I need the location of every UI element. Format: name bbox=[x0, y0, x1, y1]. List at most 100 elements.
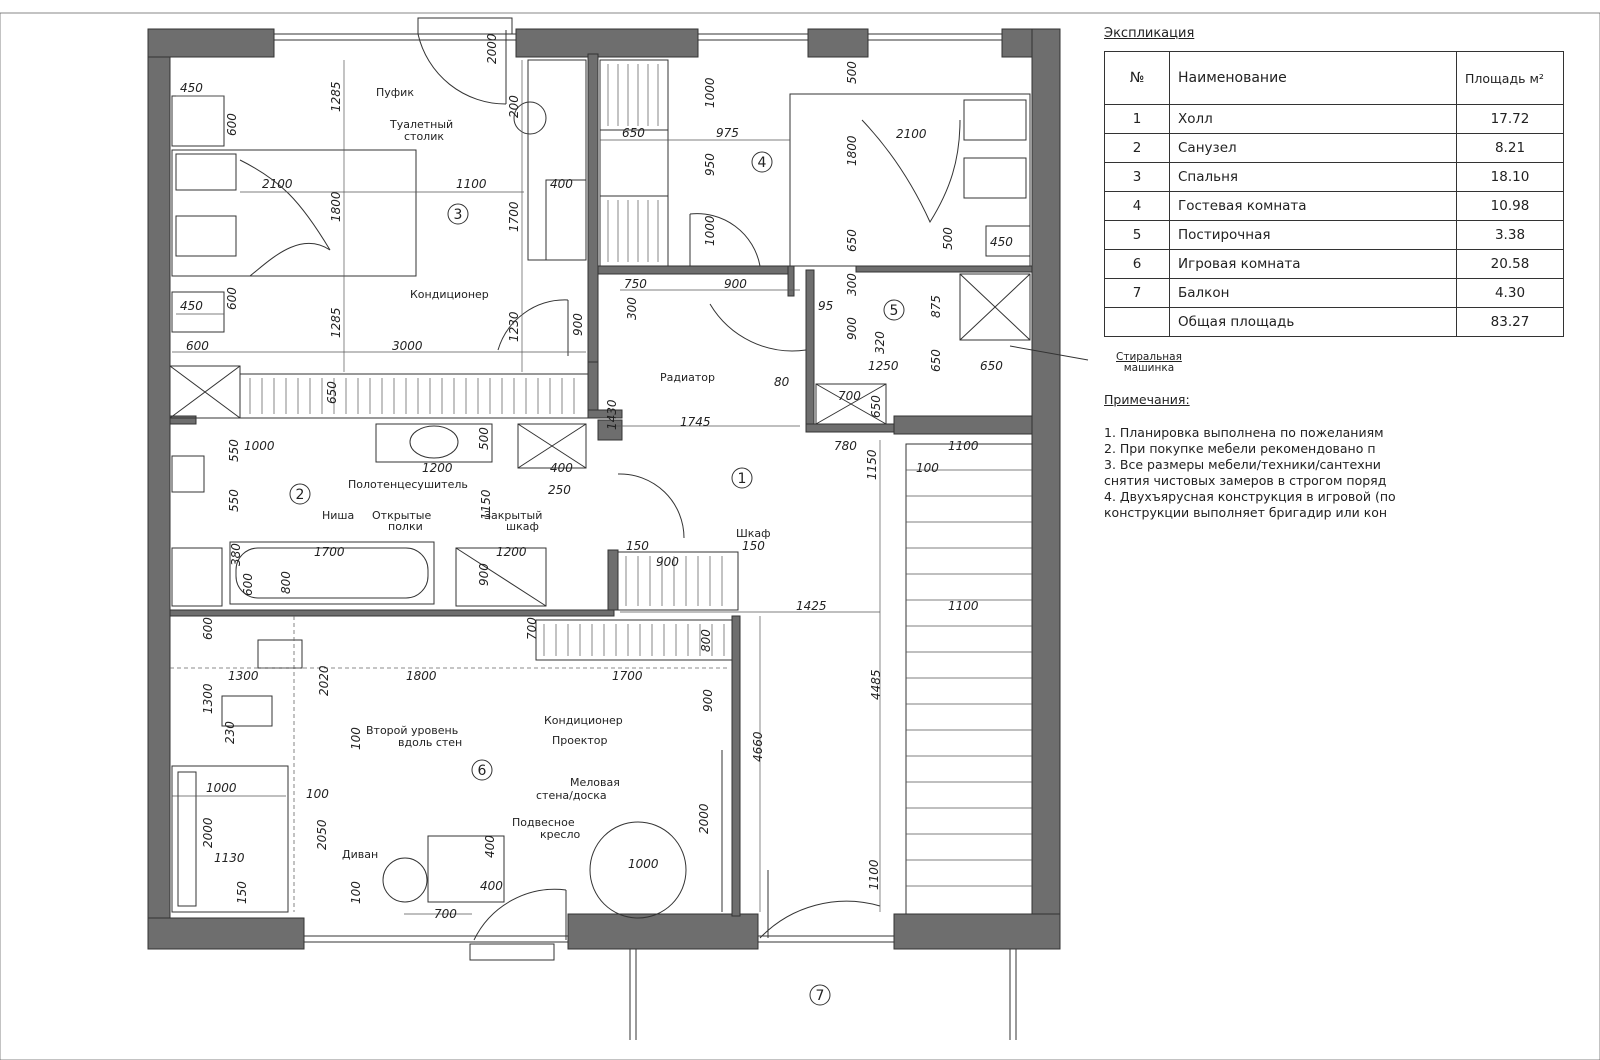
dim: 2000 bbox=[697, 803, 711, 834]
dim: 1285 bbox=[329, 81, 343, 112]
table-row: 2 Санузел 8.21 bbox=[1104, 133, 1564, 163]
row-num: 6 bbox=[1104, 249, 1170, 279]
dim: 600 bbox=[241, 573, 255, 596]
row-num bbox=[1104, 307, 1170, 337]
washer-leader bbox=[1009, 345, 1089, 361]
dim: 1000 bbox=[244, 439, 275, 453]
dim: 1700 bbox=[314, 545, 345, 559]
dim: 900 bbox=[845, 317, 859, 340]
room-3-circle bbox=[447, 203, 469, 225]
row-name: Постирочная bbox=[1169, 220, 1457, 250]
label-vanity-2: столик bbox=[404, 130, 444, 143]
laundry-cabinet bbox=[815, 383, 887, 425]
door-swing-hall bbox=[759, 900, 881, 939]
dimension-lines bbox=[172, 60, 881, 915]
room-3-number: 3 bbox=[454, 207, 463, 223]
dim: 300 bbox=[625, 297, 639, 320]
dim: 500 bbox=[941, 227, 955, 250]
hanging-chair bbox=[589, 821, 687, 919]
explication-table: № Наименование Площадь м² 1 Холл 17.72 2… bbox=[1104, 51, 1564, 337]
dim: 900 bbox=[701, 689, 715, 712]
col-area-header: Площадь м² bbox=[1456, 51, 1564, 105]
sink bbox=[409, 425, 459, 459]
washer-label-line-1: Стиральная bbox=[1116, 351, 1182, 363]
toilet bbox=[171, 455, 205, 493]
label-niche: Ниша bbox=[322, 509, 354, 522]
double-bed bbox=[171, 149, 417, 277]
dim: 1100 bbox=[867, 859, 881, 890]
washer-label: Стиральная машинка bbox=[1116, 352, 1182, 374]
dim: 1100 bbox=[948, 439, 979, 453]
notes-panel: Примечания: 1. Планировка выполнена по п… bbox=[1104, 392, 1594, 521]
row-name: Санузел bbox=[1169, 133, 1457, 163]
dim: 600 bbox=[201, 617, 215, 640]
pouf-2 bbox=[382, 857, 428, 903]
dim: 250 bbox=[548, 483, 571, 497]
dim: 800 bbox=[699, 629, 713, 652]
label-sofa: Диван bbox=[342, 848, 378, 861]
dim: 600 bbox=[186, 339, 209, 353]
dim: 875 bbox=[929, 295, 943, 318]
dim: 2000 bbox=[201, 817, 215, 848]
dim: 150 bbox=[626, 539, 649, 553]
dim: 800 bbox=[279, 571, 293, 594]
dim: 1200 bbox=[422, 461, 453, 475]
dim: 1000 bbox=[703, 77, 717, 108]
label-hanging-chair-1: Подвесное bbox=[512, 816, 575, 829]
bathtub-basin bbox=[235, 547, 429, 599]
guest-bed bbox=[789, 93, 1031, 267]
wardrobe-bedroom bbox=[239, 373, 589, 419]
shower bbox=[455, 547, 547, 607]
dim: 750 bbox=[624, 277, 647, 291]
dim: 100 bbox=[349, 881, 363, 904]
row-area: 20.58 bbox=[1456, 249, 1564, 279]
row-name: Гостевая комната bbox=[1169, 191, 1457, 221]
guest-pillow-1 bbox=[963, 99, 1027, 141]
closed-cabinet bbox=[517, 423, 587, 469]
guest-nightstand bbox=[985, 225, 1031, 257]
dim: 700 bbox=[838, 389, 861, 403]
label-ac-bedroom: Кондиционер bbox=[410, 288, 489, 301]
dim: 1425 bbox=[796, 599, 827, 613]
room-number-markers: 1 2 3 4 5 6 7 bbox=[289, 151, 905, 1006]
row-num: 1 bbox=[1104, 104, 1170, 134]
dim: 1430 bbox=[605, 399, 619, 430]
dim: 400 bbox=[483, 835, 497, 858]
row-name: Игровая комната bbox=[1169, 249, 1457, 279]
dim: 1200 bbox=[496, 545, 527, 559]
dim: 1150 bbox=[479, 489, 493, 520]
room-4-number: 4 bbox=[758, 155, 767, 171]
dim: 1000 bbox=[206, 781, 237, 795]
table-row-total: Общая площадь 83.27 bbox=[1104, 307, 1564, 337]
dim: 380 bbox=[229, 543, 243, 566]
note-line: 3. Все размеры мебели/техники/сантехни bbox=[1104, 457, 1381, 472]
coffee-table bbox=[427, 835, 505, 903]
row-area: 10.98 bbox=[1456, 191, 1564, 221]
row-area: 17.72 bbox=[1456, 104, 1564, 134]
dim: 400 bbox=[480, 879, 503, 893]
dim: 100 bbox=[306, 787, 329, 801]
dim: 900 bbox=[724, 277, 747, 291]
desk bbox=[545, 179, 587, 261]
room-1-circle bbox=[731, 467, 753, 489]
dim: 1100 bbox=[948, 599, 979, 613]
door-swing-bedroom bbox=[497, 299, 569, 351]
row-name: Балкон bbox=[1169, 278, 1457, 308]
note-line: 1. Планировка выполнена по пожеланиям bbox=[1104, 425, 1384, 440]
dim: 1000 bbox=[628, 857, 659, 871]
label-radiator: Радиатор bbox=[660, 371, 715, 384]
label-second-level-2: вдоль стен bbox=[398, 736, 462, 749]
room-4-circle bbox=[751, 151, 773, 173]
row-num: 4 bbox=[1104, 191, 1170, 221]
guest-room bbox=[599, 59, 1031, 267]
balcony bbox=[629, 949, 1017, 1040]
dim: 80 bbox=[774, 375, 790, 389]
dim: 200 bbox=[507, 95, 521, 118]
row-num: 3 bbox=[1104, 162, 1170, 192]
room-5-number: 5 bbox=[890, 303, 899, 319]
dim: 500 bbox=[845, 61, 859, 84]
dim: 1800 bbox=[406, 669, 437, 683]
bathroom bbox=[171, 423, 685, 607]
exterior-walls bbox=[147, 28, 1061, 950]
playroom bbox=[170, 616, 730, 941]
